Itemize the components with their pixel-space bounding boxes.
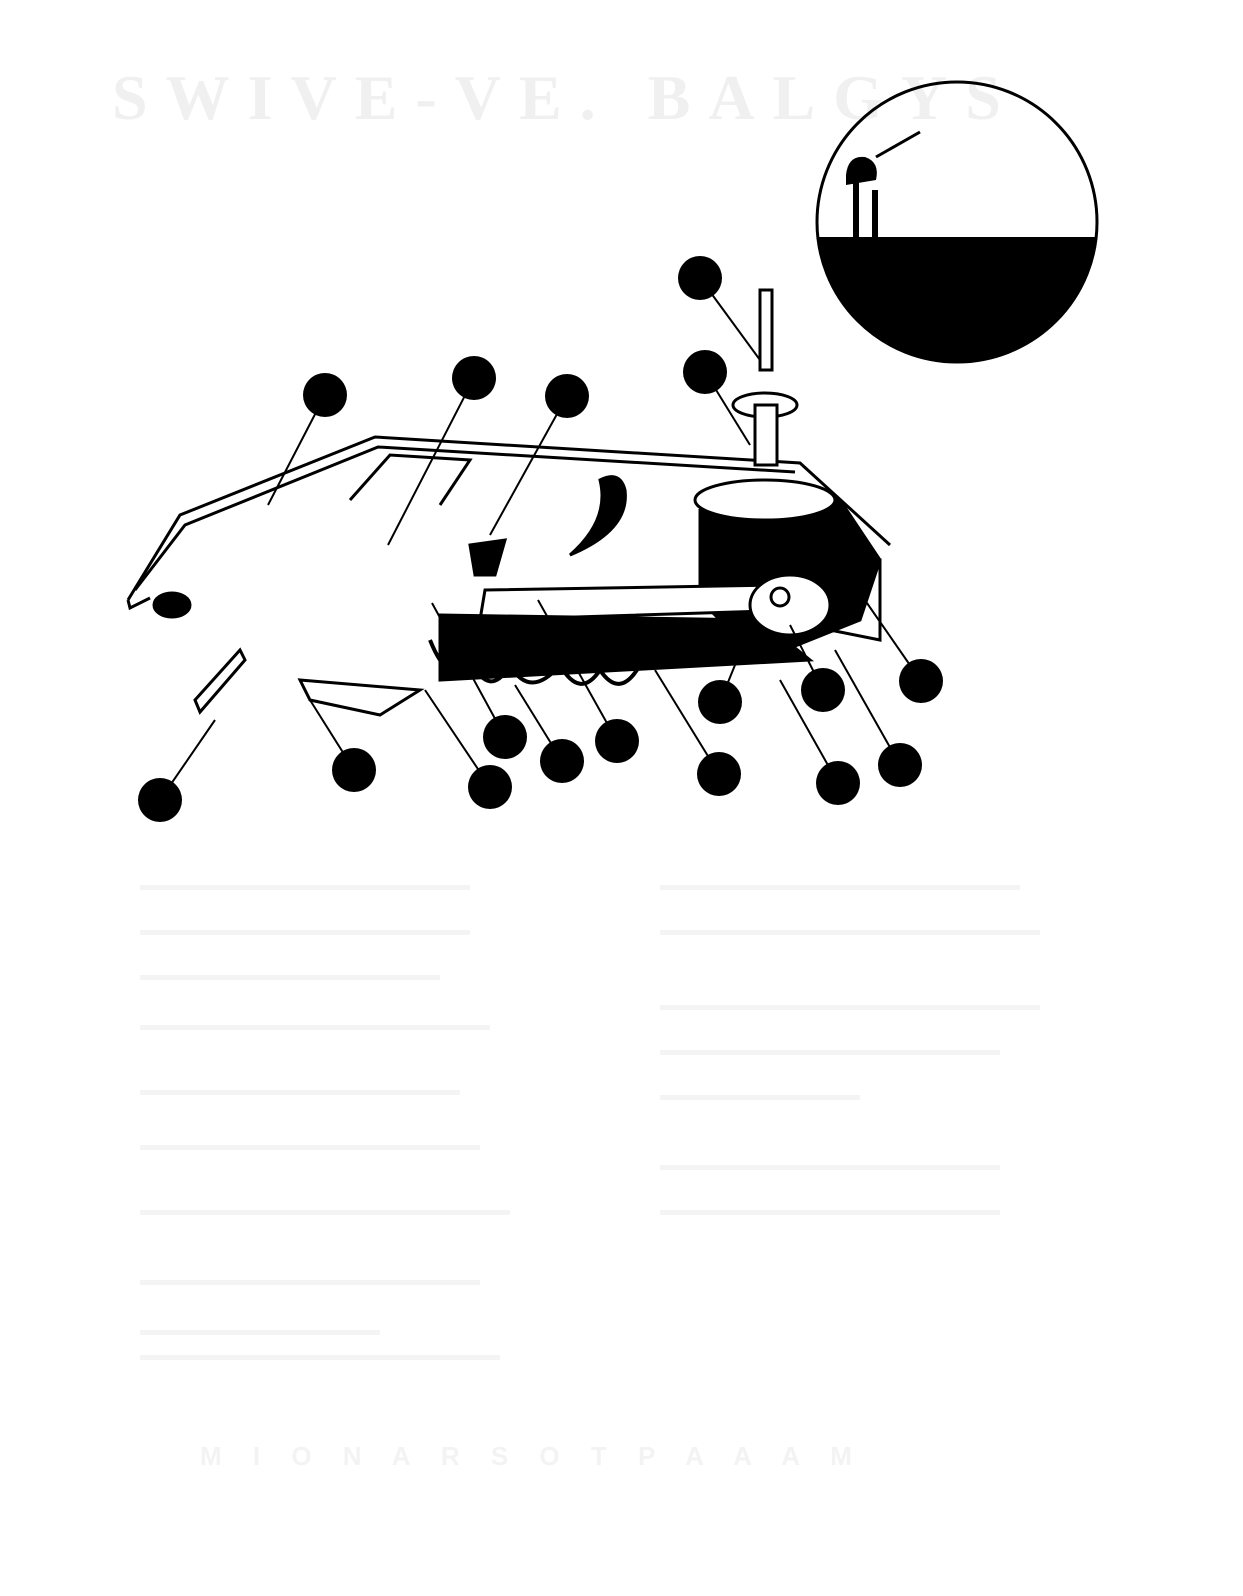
callout-marker xyxy=(303,373,347,417)
callout-marker xyxy=(540,739,584,783)
callout-marker xyxy=(816,761,860,805)
callout-marker xyxy=(138,778,182,822)
callout-marker xyxy=(468,765,512,809)
callout-marker xyxy=(332,748,376,792)
callout-marker xyxy=(801,668,845,712)
callout-marker xyxy=(452,356,496,400)
callouts xyxy=(138,256,943,822)
callout-marker xyxy=(878,743,922,787)
truck-body xyxy=(126,288,892,717)
callout-marker xyxy=(678,256,722,300)
callout-marker xyxy=(697,752,741,796)
callout-marker xyxy=(698,680,742,724)
callout-marker xyxy=(595,719,639,763)
page-title: SWIVE-VE. BALGYS xyxy=(112,62,1019,133)
callout-marker xyxy=(899,659,943,703)
page-footer: M I O N A R S O T P A A A M xyxy=(200,1441,864,1471)
callout-marker xyxy=(545,374,589,418)
callout-marker xyxy=(483,715,527,759)
callout-marker xyxy=(683,350,727,394)
detail-inset xyxy=(815,80,1099,364)
